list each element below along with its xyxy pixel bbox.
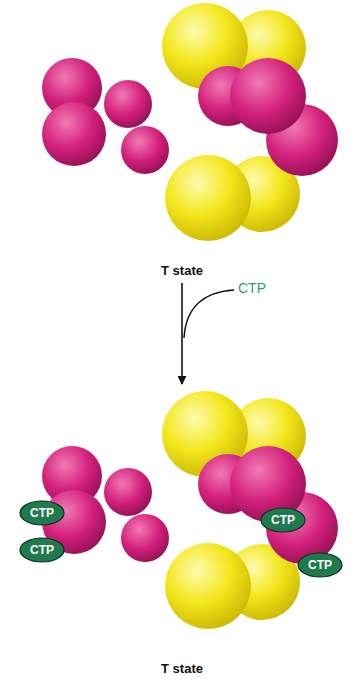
molecule-label: CTP: [260, 507, 306, 533]
ctp-molecule: CTP: [19, 500, 65, 526]
molecule-label: CTP: [19, 500, 65, 526]
ctp-molecule: CTP: [297, 552, 343, 578]
enzyme-complex: T state CTP CTP CTP CTP: [0, 385, 364, 680]
enzyme-complex: T state: [0, 0, 364, 282]
substrate-entry-line: [184, 290, 234, 338]
effector-label: CTP: [236, 280, 268, 296]
reaction-arrow: [181, 283, 183, 384]
state-label: T state: [0, 263, 364, 278]
ctp-molecule: CTP: [260, 507, 306, 533]
state-label: T state: [0, 661, 364, 676]
molecule-label: CTP: [297, 552, 343, 578]
ctp-molecule: CTP: [19, 537, 65, 563]
molecule-label: CTP: [19, 537, 65, 563]
